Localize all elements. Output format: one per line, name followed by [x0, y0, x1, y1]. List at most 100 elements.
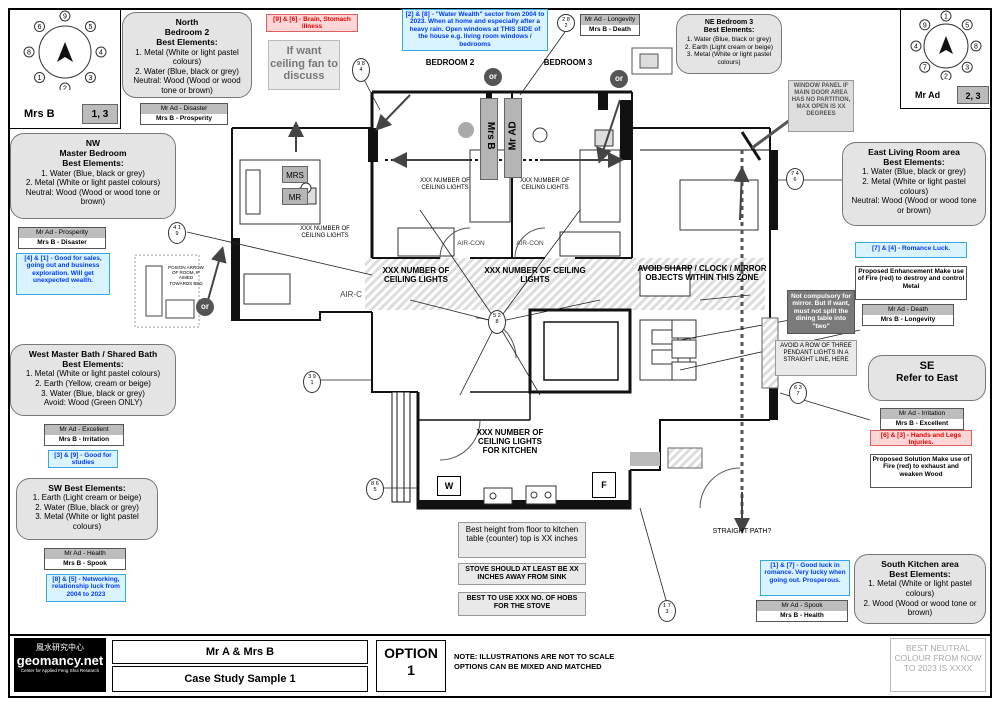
south-b: Mrs B - Health	[757, 610, 847, 621]
sw-box: SW Best Elements: 1. Earth (Light cream …	[16, 478, 158, 540]
east-box: East Living Room area Best Elements: 1. …	[842, 142, 986, 226]
bagua-node	[84, 21, 96, 33]
ceiling-corridor-1: XXX NUMBER OF CEILING LIGHTS	[382, 266, 450, 285]
avoid-sharp-zone: AVOID SHARP / CLOCK / MIRROR OBJECTS WIT…	[637, 264, 767, 283]
ceiling-master: XXX NUMBER OF CEILING LIGHTS	[300, 226, 350, 239]
north-item-1: 1. Metal (White or light pastel colours)	[135, 47, 239, 67]
bagua-node	[84, 71, 96, 83]
nw-item-1: 1. Water (Blue, black or grey)	[41, 168, 145, 178]
window-panel-note: WINDOW PANEL IF MAIN DOOR AREA HAS NO PA…	[788, 80, 854, 132]
or-marker-bed2: or	[484, 68, 502, 86]
se-b: Mrs B - Excellent	[881, 418, 963, 429]
bagua-node	[34, 21, 46, 33]
south-best: Best Elements:	[889, 569, 951, 580]
south-item-2: 2. Wood (Wood or wood tone or brown)	[863, 598, 977, 618]
nw-ad: Mr Ad - Prosperity	[19, 228, 105, 238]
east-enhancement: Proposed Enhancement Make use of Fire (r…	[855, 266, 967, 300]
sw-item-3: 3. Metal (White or light pastel colours)	[35, 512, 139, 531]
west-relationship: Mr Ad - Excellent Mrs B - Irritation	[44, 424, 124, 446]
longevity-ad: Mr Ad - Longevity	[581, 15, 639, 25]
east-item-1: 1. Water (Blue, black or grey)	[862, 167, 966, 177]
sw-ad: Mr Ad - Health	[45, 549, 125, 559]
nw-sub: Master Bedroom	[59, 148, 127, 159]
se-sub: Refer to East	[896, 373, 958, 385]
bagua-number: 1	[944, 14, 948, 21]
north-relationship: Mr Ad - Disaster Mrs B - Prosperity	[140, 103, 228, 125]
bagua-node	[919, 19, 931, 31]
case-study-title: Case Study Sample 1	[112, 666, 368, 692]
west-b: Mrs B - Irritation	[45, 434, 123, 445]
bagua-node	[961, 61, 973, 73]
bagua-number: 8	[974, 44, 978, 51]
north-item-2: 2. Water (Blue, black or grey)	[135, 66, 239, 76]
mrs-b-room-label: Mrs B	[484, 121, 496, 150]
logo: 風水研究中心 geomancy.net Center for Applied F…	[14, 638, 106, 692]
nw-box: NW Master Bedroom Best Elements: 1. Wate…	[10, 133, 176, 219]
option-label: OPTION	[384, 645, 438, 661]
east-romance-tag: [7] & [4] - Romance Luck.	[855, 242, 967, 258]
sw-best: SW Best Elements:	[48, 483, 126, 493]
nw-title: NW	[85, 138, 101, 148]
footer-notes: NOTE: ILLUSTRATIONS ARE NOT TO SCALE OPT…	[454, 652, 614, 672]
note-not-to-scale: NOTE: ILLUSTRATIONS ARE NOT TO SCALE	[454, 652, 615, 661]
mr-bed-side: MR	[282, 188, 308, 205]
bagua-node	[23, 46, 35, 58]
bagua-number: 4	[99, 50, 103, 57]
or-marker-bed3: or	[610, 70, 628, 88]
sw-item-1: 1. Earth (Light cream or beige)	[32, 493, 142, 503]
east-title: East Living Room area	[868, 147, 960, 157]
bagua-number: 2	[63, 86, 67, 91]
water-wealth-tag: [2] & [8] - "Water Wealth" sector from 2…	[402, 9, 548, 51]
poison-arrow-note: POISON ARROW OF ROOM, IF AIMED TOWARDS B…	[168, 265, 204, 286]
ceiling-corridor-2: XXX NUMBER OF CEILING LIGHTS	[484, 266, 586, 285]
nw-item-3: Neutral: Wood (Wood or wood tone or brow…	[25, 187, 161, 207]
bagua-number: 7	[923, 65, 927, 72]
east-ad: Mr Ad - Death	[863, 305, 953, 315]
west-title: West Master Bath / Shared Bath	[28, 349, 158, 359]
mr-ad-bed-marker	[504, 98, 522, 178]
aircon-bed2: AIR-CON	[457, 240, 485, 247]
logo-name: geomancy.net	[16, 653, 104, 668]
north-illness-tag: [9] & [6] - Brain, Stomach illness	[266, 14, 358, 32]
north-ad: Mr Ad - Disaster	[141, 104, 227, 114]
west-item-3: 3. Water (Blue, black or grey)	[41, 388, 145, 398]
sw-b: Mrs B - Spook	[45, 558, 125, 569]
nw-best: Best Elements:	[62, 158, 124, 169]
se-title: SE	[919, 360, 935, 372]
straight-path-label: STRAIGHT PATH?	[712, 528, 772, 535]
west-studies-tag: [3] & [9] - Good for studies	[48, 450, 118, 468]
logo-chinese: 風水研究中心	[36, 643, 84, 652]
ne-box: NE Bedroom 3 Best Elements: 1. Water (Bl…	[676, 14, 782, 74]
bagua-number: 1	[38, 75, 42, 82]
aircon-bed3: AIR-CON	[516, 240, 544, 247]
aircon-master: AIR-C	[340, 290, 362, 299]
washer-w: W	[437, 476, 461, 496]
ceiling-fan-note: If want ceiling fan to discuss	[268, 40, 340, 90]
hobs-note: BEST TO USE XXX NO. OF HOBS FOR THE STOV…	[458, 592, 586, 616]
bagua-node	[940, 10, 952, 22]
mrs-b-label: Mrs B	[24, 108, 55, 120]
bagua-number: 3	[965, 65, 969, 72]
nw-item-2: 2. Metal (White or light pastel colours)	[25, 178, 161, 188]
sw-networking-tag: [8] & [5] - Networking, relationship luc…	[46, 574, 126, 602]
longevity-relationship: Mr Ad - Longevity Mrs B - Death	[580, 14, 640, 36]
west-ad: Mr Ad - Excellent	[45, 425, 123, 435]
bagua-number: 4	[914, 44, 918, 51]
sw-item-2: 2. Water (Blue, black or grey)	[35, 502, 139, 512]
bagua-number: 8	[27, 50, 31, 57]
west-best: Best Elements:	[62, 359, 124, 370]
footer	[9, 634, 991, 697]
east-best: Best Elements:	[883, 157, 945, 168]
bagua-node	[59, 10, 71, 22]
se-box: SE Refer to East	[868, 355, 986, 401]
mrs-b-numbers: 1, 3	[82, 104, 118, 124]
south-box: South Kitchen area Best Elements: 1. Met…	[854, 554, 986, 624]
